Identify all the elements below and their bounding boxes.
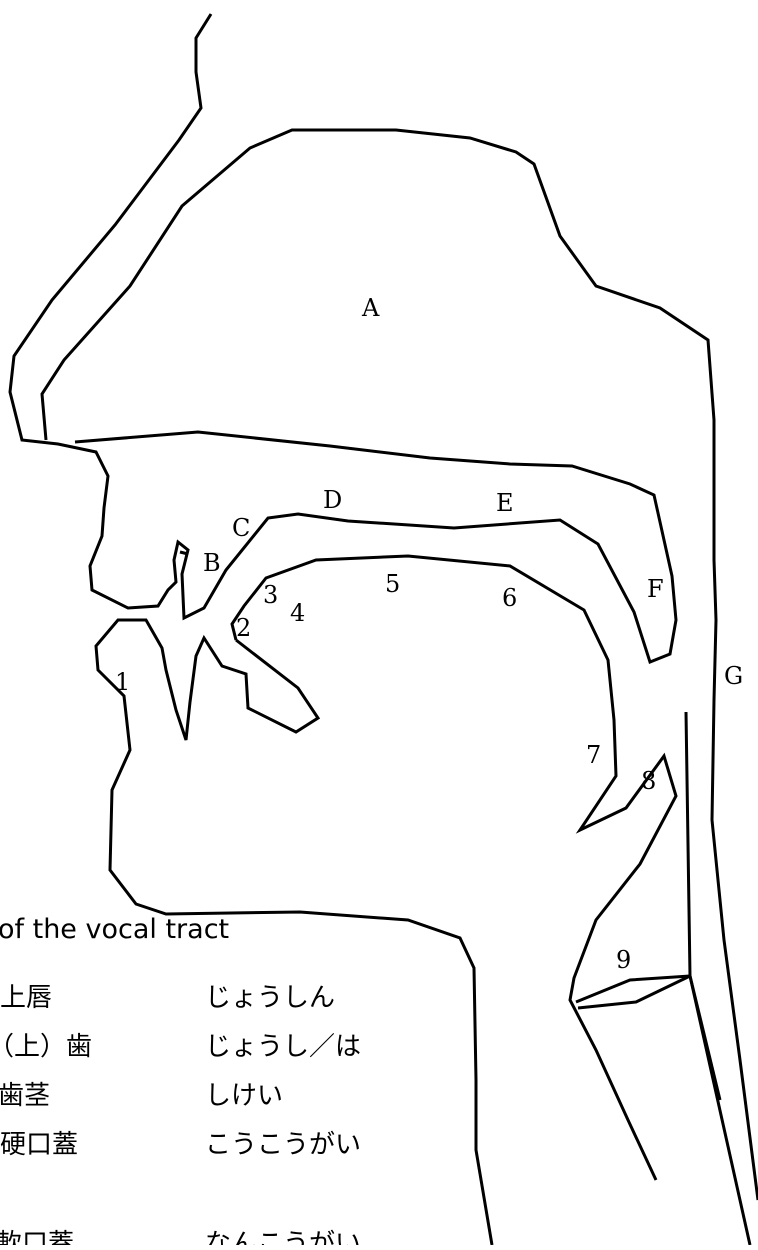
- term-kanji: 硬口蓋: [0, 1130, 78, 1160]
- term-row: （上）歯 じょうし／は: [0, 1032, 361, 1062]
- trachea-wall-inner: [690, 976, 720, 1100]
- term-reading: なんこうがい: [205, 1229, 361, 1245]
- region-label-g: G: [724, 662, 743, 690]
- point-label-1: 1: [115, 668, 130, 696]
- term-row: 歯茎 しけい: [0, 1081, 283, 1111]
- point-label-2: 2: [236, 614, 251, 642]
- region-label-a: A: [361, 294, 380, 322]
- nose-outer-contour: [10, 14, 676, 662]
- point-label-8: 8: [641, 767, 656, 795]
- term-reading: じょうしん: [205, 983, 335, 1013]
- region-label-e: E: [496, 489, 514, 517]
- term-reading: こうこうがい: [205, 1130, 361, 1160]
- term-kanji: 歯茎: [0, 1081, 50, 1111]
- term-kanji: 軟口蓋: [0, 1229, 74, 1245]
- point-label-7: 7: [586, 741, 601, 769]
- point-label-6: 6: [502, 584, 517, 612]
- upper-teeth-fragment: [180, 552, 188, 554]
- region-label-f: F: [647, 575, 664, 603]
- term-row: 上唇 じょうしん: [0, 983, 335, 1013]
- term-reading: しけい: [205, 1081, 283, 1111]
- region-label-b: B: [203, 549, 221, 577]
- tongue-contour: [232, 556, 676, 1180]
- term-list: 上唇 じょうしん （上）歯 じょうし／は 歯茎 しけい 硬口蓋 こうこうがい 軟…: [0, 983, 361, 1245]
- region-label-d: D: [323, 486, 342, 514]
- term-kanji: （上）歯: [0, 1032, 92, 1062]
- trachea-line-left: [686, 712, 750, 1245]
- diagram-caption: of the vocal tract: [0, 914, 229, 945]
- larynx-line-upper: [576, 976, 690, 1002]
- term-kanji: 上唇: [0, 983, 52, 1013]
- point-label-4: 4: [290, 599, 305, 627]
- nasal-inner-wall: [42, 130, 758, 1200]
- point-label-5: 5: [385, 570, 400, 598]
- point-label-3: 3: [263, 581, 278, 609]
- term-reading: じょうし／は: [205, 1032, 361, 1062]
- term-row: 軟口蓋 なんこうがい: [0, 1229, 361, 1245]
- region-label-c: C: [232, 514, 250, 542]
- term-row: 硬口蓋 こうこうがい: [0, 1130, 361, 1160]
- point-label-9: 9: [616, 946, 631, 974]
